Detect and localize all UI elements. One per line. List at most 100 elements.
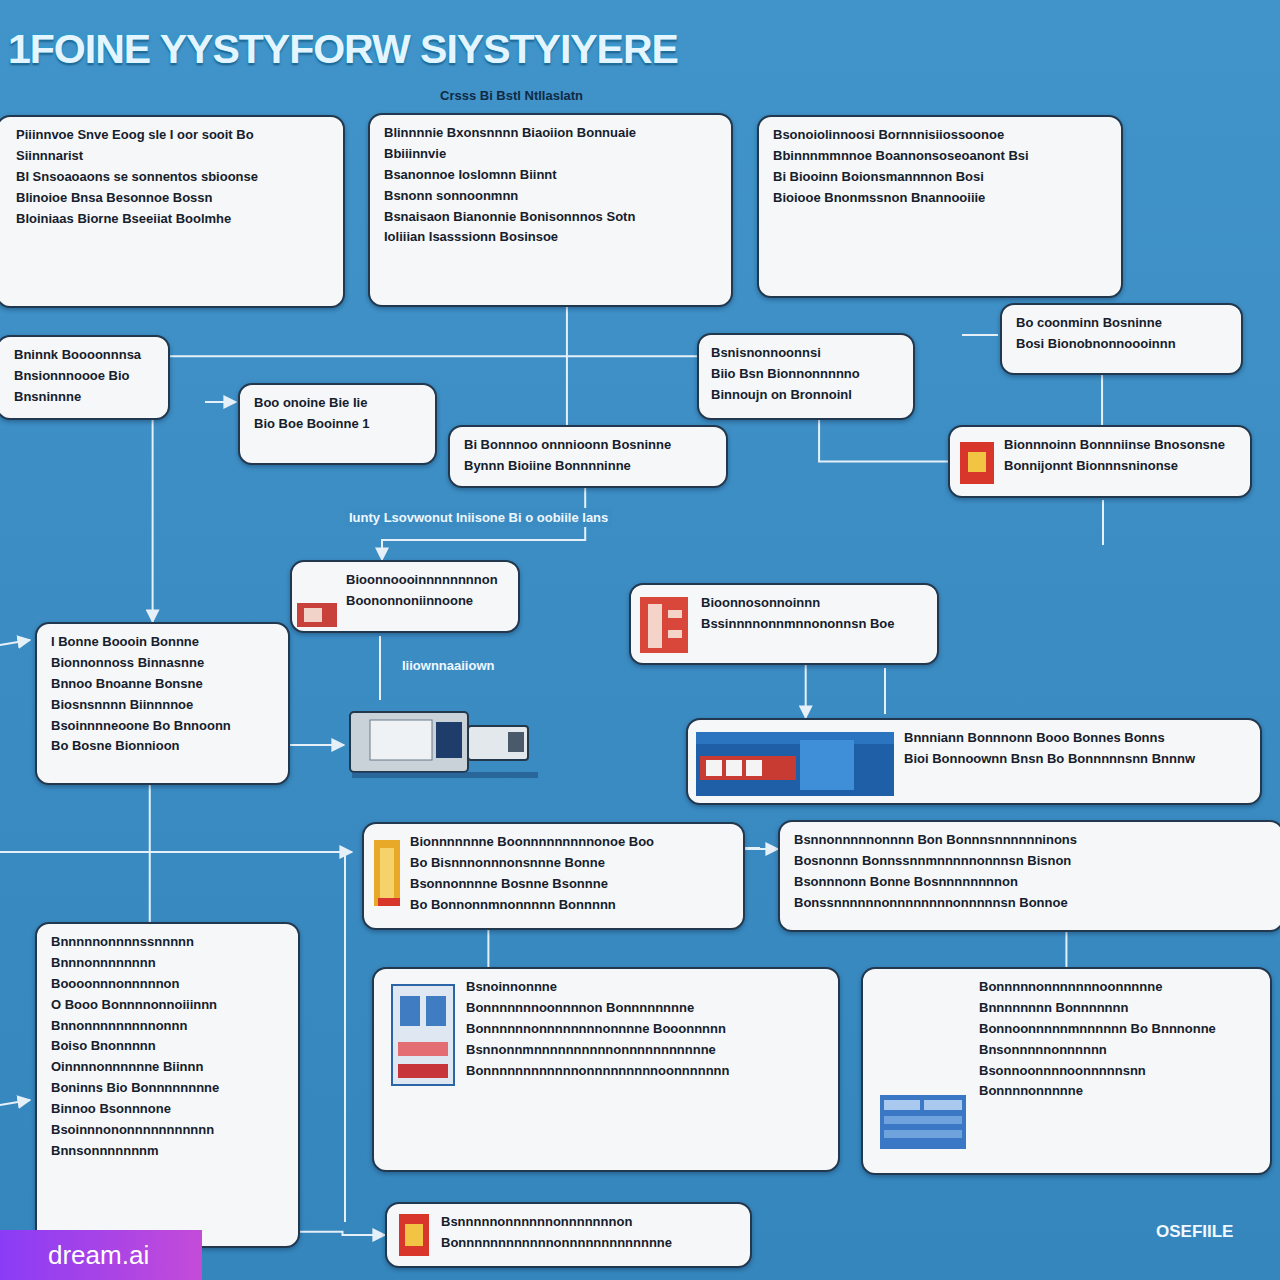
box-text: Bninnk Boooonnnsa: [14, 347, 154, 364]
box-text: Bonnijonnt Bionnnsninonse: [1004, 458, 1236, 475]
box-text: Bo Bonnonnmnonnnnn Bonnnnn: [410, 897, 729, 914]
box-text: Siinnnarist: [16, 148, 329, 165]
stack-icon: [640, 597, 688, 653]
box-text: Bnsionnnoooe Bio: [14, 368, 154, 385]
process-box: Bnnniann Bonnnonn Booo Bonnes BonnsBioi …: [686, 718, 1262, 805]
box-text: Oinnnnonnnnnne Biinnn: [51, 1059, 284, 1076]
box-text: Bo Bisnnnonnnonsnnne Bonne: [410, 855, 729, 872]
connector: [152, 420, 154, 622]
box-text: Blinnnnie Bxonsnnnn Biaoiion Bonnuaie: [384, 125, 717, 142]
process-box: Piiinnvoe Snve Eoog sle I oor sooit BoSi…: [0, 115, 345, 308]
process-box: Bsonoiolinnoosi BornnnisiiossoonoeBbinnn…: [757, 115, 1123, 298]
box-text: Ioliiian Isasssionn Bosinsoe: [384, 229, 717, 246]
alert-icon: [399, 1214, 429, 1256]
device-panel: [436, 722, 462, 758]
box-text: Bonnnnonnnnne: [979, 1083, 1256, 1100]
screen-cell: [706, 760, 722, 776]
icon-frame: [399, 1214, 429, 1256]
device-screen: [370, 720, 432, 760]
box-text: Bnnoo Bnoanne Bonsne: [51, 676, 274, 693]
icon-cell: [426, 996, 446, 1026]
box-text: O Booo Bonnnnonnoiiinnn: [51, 997, 284, 1014]
icon-fill: [405, 1224, 423, 1246]
box-text: I Bonne Boooin Bonnne: [51, 634, 274, 651]
box-text: Boninns Bio Bonnnnnnnne: [51, 1080, 284, 1097]
box-text: Bioonnoooinnnnnnnnon: [346, 572, 504, 589]
box-text: Bsoinnnneoone Bo Bnnoonn: [51, 718, 274, 735]
box-text: Boo onoine Bie Iie: [254, 395, 421, 412]
subtitle: Crsss Bi Bstl Ntllaslatn: [440, 88, 583, 103]
grid-icon: [392, 985, 454, 1085]
connector: [805, 665, 807, 718]
process-box: BioonnosonnoinnnBssinnnnonnmnnononnsn Bo…: [629, 583, 939, 665]
icon-fill: [968, 452, 986, 472]
connector: [745, 848, 778, 850]
screen-window: [800, 740, 854, 790]
box-text: Bonnnnnonnnnnnnoonnnnne: [979, 979, 1256, 996]
screen-cell: [726, 760, 742, 776]
box-text: Blinoioe Bnsa Besonnoe Bossn: [16, 190, 329, 207]
feed-line: [962, 334, 998, 336]
process-box: Blinnnnie Bxonsnnnn Biaoiion BonnuaieBbi…: [368, 113, 733, 307]
box-text: Bo coonminn Bosninne: [1016, 315, 1227, 332]
box-text: Bssinnnnonnmnnononnsn Boe: [701, 616, 923, 633]
box-text: Bynnn Bioiine Bonnnninne: [464, 458, 712, 475]
box-text: Bnnnnnnnn Bonnnnnnn: [979, 1000, 1256, 1017]
connector: [170, 355, 697, 357]
box-text: Bsnnnnnonnnnnnonnnnnnnon: [441, 1214, 736, 1231]
feed-line: [0, 640, 30, 645]
icon-frame: [374, 840, 400, 906]
logo-mark: [16, 1250, 34, 1263]
box-text: Bsnoinnonnne: [466, 979, 824, 996]
box-text: Bsnisnonnoonnsi: [711, 345, 899, 362]
box-text: Bi Biooinn Boionsmannnnon Bosi: [773, 169, 1107, 186]
process-box: Bi Bonnnoo onnnioonn BosninneBynnn Bioii…: [448, 425, 728, 488]
icon-cell: [400, 996, 420, 1026]
box-text: Bnnniann Bonnnonn Booo Bonnes Bonns: [904, 730, 1246, 747]
box-text: Bonnnnnnnoonnnnon Bonnnnnnnne: [466, 1000, 824, 1017]
feed-line: [344, 852, 346, 1222]
process-box: Bionnnnnnne Boonnnnnnnnnonoe BooBo Bisnn…: [362, 822, 745, 930]
icon-cell: [398, 1064, 448, 1078]
screen-body: [696, 732, 894, 796]
bus-label: Iiiownnaaiiown: [398, 656, 498, 675]
icon-stripe: [668, 610, 682, 618]
box-text: Bioonnosonnoinnn: [701, 595, 923, 612]
box-text: Bio Boe Booinne 1: [254, 416, 421, 433]
icon-fill: [304, 608, 322, 622]
process-box: I Bonne Boooin BonnneBionnonnoss Binnasn…: [35, 622, 290, 785]
icon-stripe: [648, 604, 662, 648]
device-module: [468, 726, 528, 760]
box-text: Bnsonnnnnonnnnnn: [979, 1042, 1256, 1059]
logo-tile: [12, 1244, 38, 1268]
box-text: Bbinnnmmnnoe Boannonsoseoanont Bsi: [773, 148, 1107, 165]
connector: [1065, 932, 1067, 967]
box-text: Bsnonn sonnoonmnn: [384, 188, 717, 205]
process-box: BioonnoooinnnnnnnnonBoononnoniinnoone: [290, 560, 520, 633]
box-text: Bnnonnnnnnnnnonnn: [51, 1018, 284, 1035]
box-text: Bionnnoinn Bonnniinse Bnosonsne: [1004, 437, 1236, 454]
feed-line: [1102, 500, 1104, 545]
connector: [149, 785, 151, 922]
box-text: Binnoo Bsonnnone: [51, 1101, 284, 1118]
device-port: [508, 732, 524, 752]
box-text: Bsonnnonn Bonne Bosnnnnnnnnon: [794, 874, 1268, 891]
box-text: Bi Bonnnoo onnnioonn Bosninne: [464, 437, 712, 454]
alert-icon: [960, 442, 994, 484]
icon-frame: [880, 1095, 966, 1149]
connector: [566, 307, 568, 425]
box-text: Biio Bsn Bionnonnnnno: [711, 366, 899, 383]
process-box: BsnisnonnoonnsiBiio Bsn BionnonnnnnoBinn…: [697, 333, 915, 420]
box-text: Boiso Bnonnnnn: [51, 1038, 284, 1055]
icon-cell: [884, 1130, 962, 1138]
box-text: Bo Bosne Bionnioon: [51, 738, 274, 755]
feed-line: [884, 668, 886, 714]
icon-frame: [392, 985, 454, 1085]
box-text: Bnsninnne: [14, 389, 154, 406]
icon-stripe: [378, 898, 400, 906]
box-text: Bl Snsoaoaons se sonnentos sbioonse: [16, 169, 329, 186]
screen-cell: [746, 760, 762, 776]
box-text: Bsnnonnnnnonnnn Bon Bonnnsnnnnnninons: [794, 832, 1268, 849]
icon-stripe: [668, 630, 682, 638]
feed-line: [0, 1100, 30, 1105]
